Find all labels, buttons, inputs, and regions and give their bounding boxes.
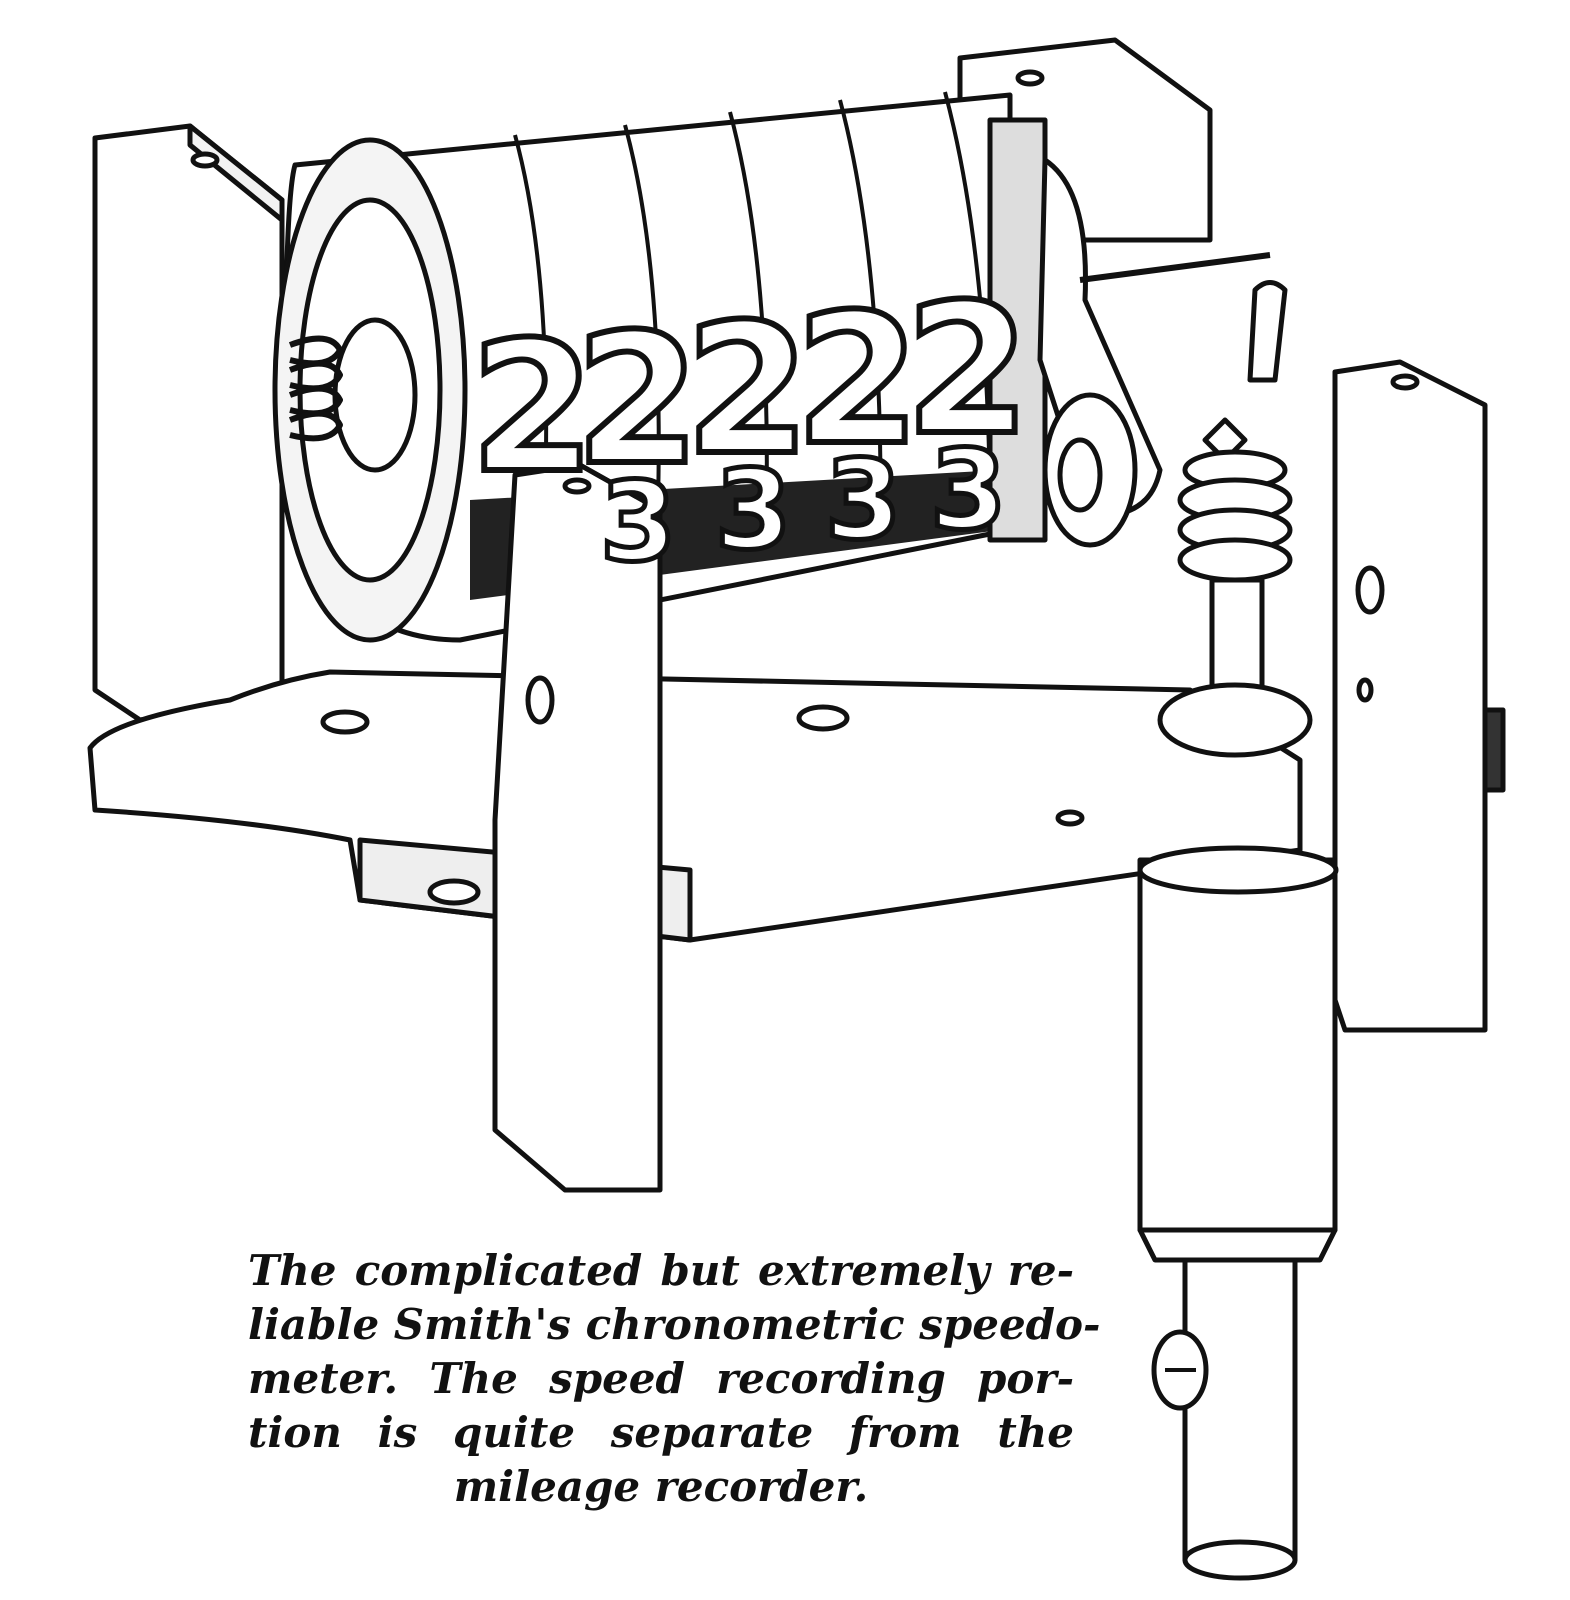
caption-line: mileage recorder. [453,1462,869,1511]
front-upright [492,462,663,1193]
counter-digit-top: 2 [685,286,810,495]
spring [288,335,343,442]
base-plate [87,669,1303,943]
counter-digit-top: 2 [795,276,920,485]
counter-digit-top: 2 [575,296,700,505]
gear-mechanism [987,117,1313,758]
front-right-block [1332,359,1506,1033]
counter-digit-bottom: 3 [930,426,1007,554]
caption-line: The complicated but extremely re- [248,1246,1074,1295]
caption-line: meter. The speed recording por- [248,1354,1074,1403]
drive-spindle [1137,845,1339,1581]
rear-left-block [92,123,285,723]
counter-digit-top: 2 [905,266,1030,475]
counter-digit-top: 2 [470,304,595,513]
governor [1157,417,1313,758]
counter-digit-bottom: 3 [715,446,792,574]
counter-digit-bottom: 3 [825,436,902,564]
caption-line: liable Smith's chronometric speedo- [248,1300,1101,1349]
figure-caption: The complicated but extremely re- liable… [248,1244,1101,1514]
caption-line: tion is quite separate from the [248,1408,1074,1457]
counter-digit-bottom: 3 [600,458,677,586]
